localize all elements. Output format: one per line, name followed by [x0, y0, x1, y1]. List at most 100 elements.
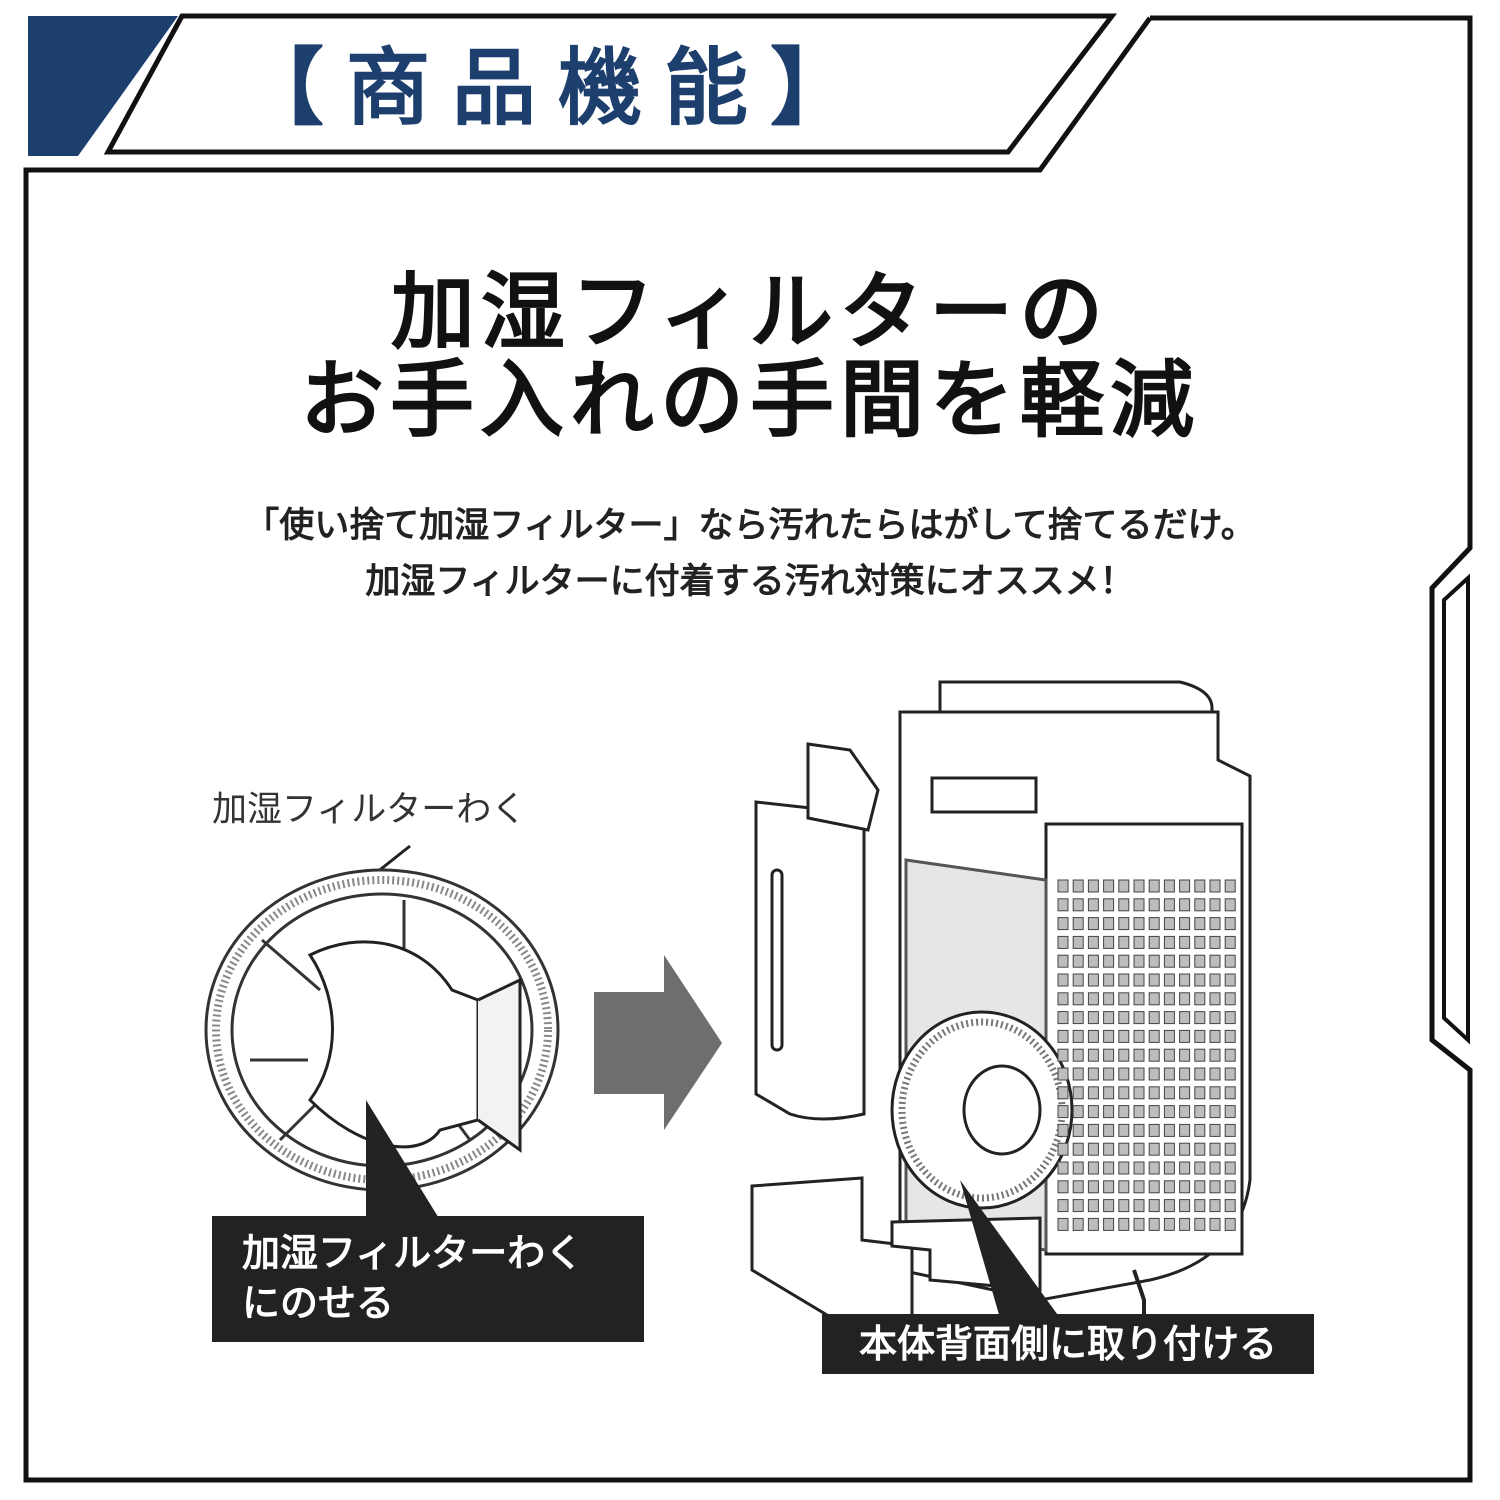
grille-cell — [1087, 1123, 1099, 1137]
grille-cell — [1148, 1067, 1160, 1081]
grille-cell — [1057, 973, 1069, 987]
grille-cell — [1133, 1029, 1145, 1043]
grille-cell — [1148, 1199, 1160, 1213]
grille-cell — [1118, 1217, 1130, 1231]
grille-cell — [1133, 898, 1145, 912]
callout-step1-line2: にのせる — [242, 1281, 395, 1325]
grille-cell — [1209, 1161, 1221, 1175]
grille-cell — [1133, 1161, 1145, 1175]
grille-cell — [1224, 935, 1236, 949]
grille-cell — [1148, 917, 1160, 931]
grille-cell — [1072, 1105, 1084, 1119]
grille-cell — [1163, 1199, 1175, 1213]
grille-cell — [1163, 898, 1175, 912]
grille-cell — [1179, 935, 1191, 949]
grille-cell — [1103, 1161, 1115, 1175]
grille-cell — [1224, 1011, 1236, 1025]
grille-cell — [1194, 1123, 1206, 1137]
grille-cell — [1148, 1029, 1160, 1043]
header-tab-outline — [103, 13, 1118, 155]
grille-cell — [1057, 1161, 1069, 1175]
grille-cell — [1133, 1086, 1145, 1100]
grille-cell — [1179, 1199, 1191, 1213]
grille-cell — [1163, 1086, 1175, 1100]
grille-cell — [1057, 1123, 1069, 1137]
grille-cell — [1103, 1123, 1115, 1137]
grille-cell — [1133, 935, 1145, 949]
grille-cell — [1163, 1142, 1175, 1156]
grille-cell — [1209, 954, 1221, 968]
grille-cell — [1133, 1123, 1145, 1137]
grille-cell — [1087, 1142, 1099, 1156]
grille-cell — [1118, 1180, 1130, 1194]
grille-cell — [1118, 1067, 1130, 1081]
grille-cell — [1179, 1161, 1191, 1175]
grille-cell — [1209, 917, 1221, 931]
grille-cell — [1133, 1048, 1145, 1062]
section-title: 【商品機能】 — [240, 39, 877, 137]
grille-cell — [1118, 879, 1130, 893]
grille-cell — [1148, 898, 1160, 912]
headline-line1: 加湿フィルターの — [390, 263, 1110, 361]
callout-pointer-step2 — [960, 1180, 1060, 1318]
grille-cell — [1163, 879, 1175, 893]
grille-cell — [1072, 1067, 1084, 1081]
grille-cell — [1224, 879, 1236, 893]
grille-cell — [1057, 1142, 1069, 1156]
grille-cell — [1057, 1048, 1069, 1062]
grille-cell — [1118, 935, 1130, 949]
grille-cell — [1118, 917, 1130, 931]
grille-cell — [1148, 954, 1160, 968]
grille-cell — [1163, 1067, 1175, 1081]
grille-cell — [1148, 935, 1160, 949]
grille-cell — [1057, 898, 1069, 912]
grille-cell — [1179, 1217, 1191, 1231]
grille-cell — [1163, 954, 1175, 968]
grille-cell — [1133, 1142, 1145, 1156]
grille-cell — [1194, 1180, 1206, 1194]
grille-cell — [1118, 1011, 1130, 1025]
grille-cell — [1087, 1161, 1099, 1175]
grille-cell — [1103, 1217, 1115, 1231]
grille-cell — [1163, 935, 1175, 949]
grille-cell — [1163, 1105, 1175, 1119]
grille-cell — [1148, 992, 1160, 1006]
grille-cell — [1224, 1142, 1236, 1156]
grille-cell — [1087, 917, 1099, 931]
grille-cell — [1072, 1048, 1084, 1062]
grille-cell — [1118, 1086, 1130, 1100]
grille-cell — [1179, 954, 1191, 968]
grille-cell — [1209, 879, 1221, 893]
grille-cell — [1194, 1199, 1206, 1213]
grille-cell — [1072, 1142, 1084, 1156]
grille-cell — [1209, 992, 1221, 1006]
grille-cell — [1057, 1199, 1069, 1213]
grille-cell — [1057, 1086, 1069, 1100]
grille-cell — [1209, 1142, 1221, 1156]
grille-cell — [1194, 1048, 1206, 1062]
callout-step2: 本体背面側に取り付ける — [822, 1314, 1314, 1374]
grille-cell — [1179, 1067, 1191, 1081]
grille-cell — [1194, 898, 1206, 912]
grille-cell — [1072, 935, 1084, 949]
grille-cell — [1057, 879, 1069, 893]
grille-cell — [1148, 973, 1160, 987]
grille-cell — [1163, 1123, 1175, 1137]
grille-cell — [1179, 973, 1191, 987]
main-frame-outline — [23, 15, 1473, 1483]
grille-cell — [1179, 898, 1191, 912]
grille-cell — [1072, 1199, 1084, 1213]
grille-cell — [1179, 1086, 1191, 1100]
grille-cell — [1072, 1011, 1084, 1025]
grille-cell — [1194, 1105, 1206, 1119]
grille-cell — [1209, 935, 1221, 949]
grille-cell — [1103, 1199, 1115, 1213]
grille-cell — [1179, 1142, 1191, 1156]
grille-cell — [1057, 954, 1069, 968]
grille-cell — [1057, 992, 1069, 1006]
grille-cell — [1194, 973, 1206, 987]
grille-cell — [1118, 1161, 1130, 1175]
grille-cell — [1103, 1029, 1115, 1043]
grille-cell — [1148, 1086, 1160, 1100]
